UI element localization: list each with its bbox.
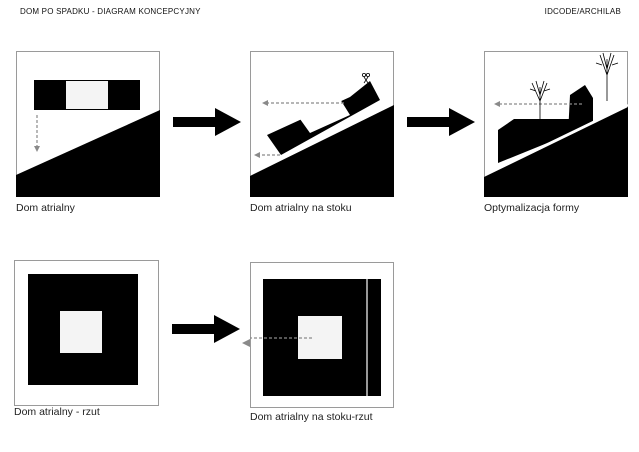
upper-arrowhead (262, 100, 268, 106)
gap-line (497, 104, 628, 169)
arrowhead (494, 101, 500, 107)
caption-atrium-plan: Dom atrialny - rzut (14, 406, 100, 418)
panel-form-optimization (484, 51, 628, 197)
drop-arrowhead (34, 146, 40, 152)
tilted-courtyard (300, 99, 350, 133)
lower-volume (498, 119, 572, 163)
plan-courtyard (60, 311, 102, 353)
slope-terrain (16, 110, 160, 197)
panel-atrium-house (16, 51, 160, 197)
arrow-right-icon (407, 108, 475, 141)
tree-icon (529, 52, 619, 119)
arrow-right-icon (172, 315, 240, 348)
caption-atrium-house: Dom atrialny (16, 202, 75, 214)
arrow-right-icon (173, 108, 241, 141)
upper-volume (568, 85, 593, 135)
slope-terrain (250, 105, 394, 197)
panel-atrium-on-slope (250, 51, 394, 197)
caption-form-optimization: Optymalizacja formy (484, 202, 580, 214)
plan-arrowhead-icon (240, 334, 250, 352)
slope-terrain (484, 107, 628, 197)
panel-atrium-on-slope-plan (250, 262, 394, 408)
panel-atrium-plan (14, 260, 159, 406)
caption-atrium-on-slope-plan: Dom atrialny na stoku-rzut (250, 411, 373, 423)
courtyard-section (66, 81, 108, 109)
scissors-icon (361, 73, 371, 84)
caption-atrium-on-slope: Dom atrialny na stoku (250, 202, 352, 214)
diagram-title: DOM PO SPADKU - DIAGRAM KONCEPCYJNY (20, 7, 201, 16)
studio-credit: IDCODE/ARCHILAB (544, 7, 621, 16)
lower-arrowhead (254, 152, 260, 158)
